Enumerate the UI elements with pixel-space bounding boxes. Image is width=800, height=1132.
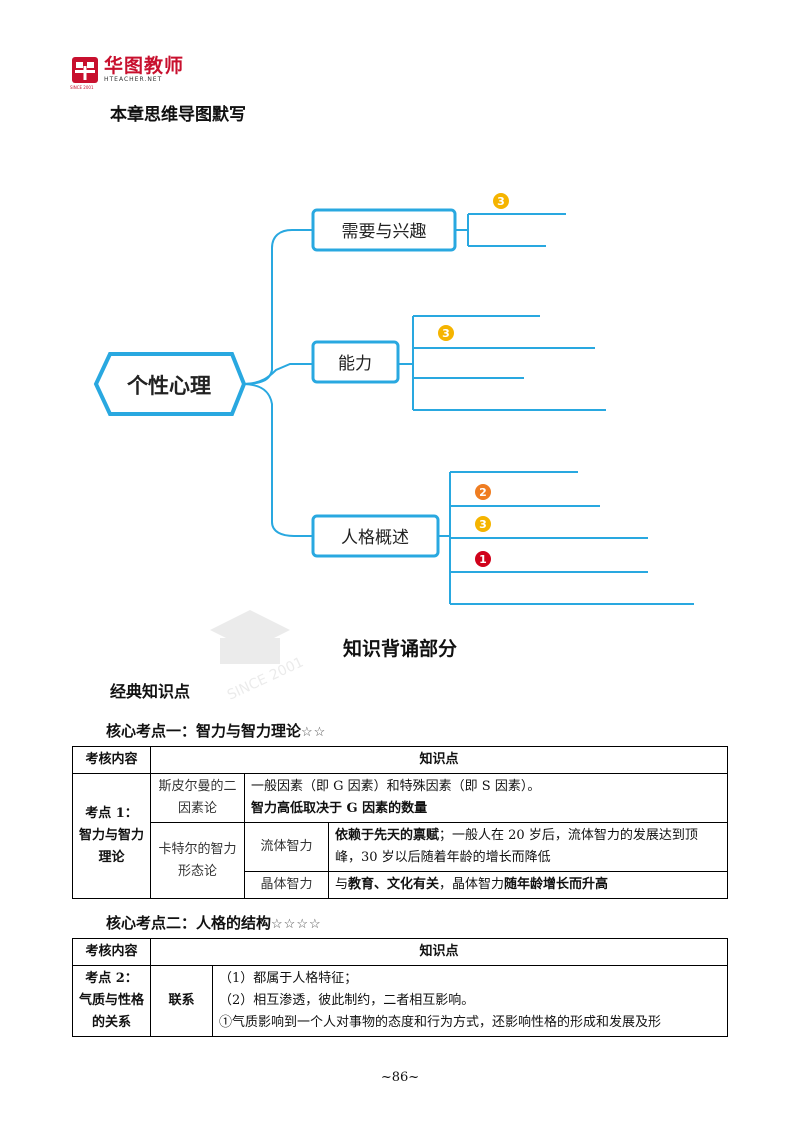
relation-line: （2）相互渗透，彼此制约，二者相互影响。 [219, 993, 475, 1008]
table-row: 考点 2：气质与性格的关系 联系 （1）都属于人格特征； （2）相互渗透，彼此制… [72, 965, 728, 1037]
theory-name: 卡特尔的智力形态论 [150, 822, 245, 899]
topic1-title-text: 核心考点一：智力与智力理论 [106, 722, 302, 740]
section-title: 知识背诵部分 [342, 638, 457, 660]
hteacher-logo: 华图教师 HTEACHER.NET SINCE 2001 [70, 55, 185, 90]
table-row: 考点 1：智力与智力理论 斯皮尔曼的二因素论 一般因素（即 G 因素）和特殊因素… [72, 773, 728, 899]
mindmap-branch-label-needs: 需要与兴趣 [342, 222, 427, 242]
svg-text:3: 3 [479, 518, 487, 531]
relation-line: （1）都属于人格特征； [219, 971, 358, 986]
star-rating: ☆☆☆☆ [271, 917, 322, 932]
theory1-line1: 一般因素（即 G 因素）和特殊因素（即 S 因素）。 [251, 779, 541, 794]
priority-badge-3: 3 [438, 325, 454, 341]
logo-icon [72, 56, 98, 83]
fluid-desc-rest: ；一般人在 20 岁后，流体智力的发展达到顶峰，30 岁以后随着年龄的增长而降低 [335, 828, 698, 865]
topic1-title: 核心考点一：智力与智力理论☆☆ [106, 720, 326, 741]
priority-badge-3: 3 [493, 193, 509, 209]
row-label: 考点 1：智力与智力理论 [72, 773, 151, 899]
table-row: 晶体智力 与教育、文化有关，晶体智力随年龄增长而升高 [73, 871, 728, 899]
header-knowledge: 知识点 [150, 746, 728, 774]
mindmap-center-node [93, 352, 247, 416]
mindmap-branch-label-ability: 能力 [338, 354, 372, 374]
priority-badge-2: 2 [475, 484, 491, 500]
crystal-intelligence-desc: 与教育、文化有关，晶体智力随年龄增长而升高 [328, 871, 728, 899]
crystal-desc-mid: ，晶体智力 [439, 877, 505, 892]
star-rating: ☆☆ [301, 725, 327, 740]
header-knowledge: 知识点 [150, 938, 728, 966]
mindmap-branch-box-ability [311, 340, 400, 384]
header-assessment: 考核内容 [72, 746, 151, 774]
sub-title: 经典知识点 [110, 682, 191, 701]
mindmap-center-label: 个性心理 [127, 374, 211, 398]
topic1-table: 考核内容 知识点 考点 1：智力与智力理论 斯皮尔曼的二因素论 一般因素（即 G… [72, 746, 728, 899]
topic2-table: 考核内容 知识点 考点 2：气质与性格的关系 联系 （1）都属于人格特征； （2… [72, 938, 728, 1037]
header-assessment: 考核内容 [72, 938, 151, 966]
mindmap-connectors [241, 213, 694, 605]
priority-badge-3: 3 [475, 516, 491, 532]
fluid-intelligence-desc: 依赖于先天的禀赋；一般人在 20 岁后，流体智力的发展达到顶峰，30 岁以后随着… [328, 822, 728, 872]
logo-english-text: HTEACHER.NET [104, 76, 163, 83]
crystal-desc-prefix: 与 [335, 877, 349, 892]
svg-text:3: 3 [497, 195, 505, 208]
svg-text:3: 3 [442, 327, 450, 340]
fluid-intelligence-label: 流体智力 [244, 822, 329, 872]
mindmap-branch-box-personality [311, 514, 440, 558]
svg-text:1: 1 [479, 553, 487, 566]
logo-since-text: SINCE 2001 [70, 85, 94, 90]
logo-chinese-text: 华图教师 [104, 55, 185, 77]
mind-map: 个性心理 需要与兴趣 能力 人格概述 3 3 2 3 1 [93, 193, 694, 605]
mindmap-heading: 本章思维导图默写 [110, 105, 246, 125]
theory-desc: 一般因素（即 G 因素）和特殊因素（即 S 因素）。 智力高低取决于 G 因素的… [244, 773, 728, 823]
table-header-row: 考核内容 知识点 [72, 938, 728, 966]
crystal-intelligence-label: 晶体智力 [244, 871, 329, 899]
relation-label: 联系 [150, 965, 213, 1037]
crystal-desc-bold2: 随年龄增长而升高 [504, 877, 609, 892]
mindmap-branch-label-personality: 人格概述 [341, 528, 409, 548]
since-2001-watermark: SINCE 2001 [210, 610, 306, 704]
theory1-line2: 智力高低取决于 G 因素的数量 [251, 801, 428, 816]
relation-line: ①气质影响到一个人对事物的态度和行为方式，还影响性格的形成和发展及形 [219, 1015, 662, 1030]
mindmap-branch-box-needs [311, 208, 457, 252]
relation-desc: （1）都属于人格特征； （2）相互渗透，彼此制约，二者相互影响。 ①气质影响到一… [212, 965, 728, 1037]
priority-badge-1: 1 [475, 551, 491, 567]
svg-text:2: 2 [479, 486, 487, 499]
table-header-row: 考核内容 知识点 [72, 746, 728, 774]
theory-name: 斯皮尔曼的二因素论 [150, 773, 245, 823]
fluid-desc-bold: 依赖于先天的禀赋 [335, 828, 440, 843]
row-label: 考点 2：气质与性格的关系 [72, 965, 151, 1037]
topic2-title: 核心考点二：人格的结构☆☆☆☆ [106, 912, 322, 933]
topic2-title-text: 核心考点二：人格的结构 [106, 914, 272, 932]
crystal-desc-bold1: 教育、文化有关 [348, 877, 440, 892]
table-row: 卡特尔的智力形态论 流体智力 依赖于先天的禀赋；一般人在 20 岁后，流体智力的… [73, 822, 728, 899]
page-number: ~86~ [380, 1070, 420, 1085]
